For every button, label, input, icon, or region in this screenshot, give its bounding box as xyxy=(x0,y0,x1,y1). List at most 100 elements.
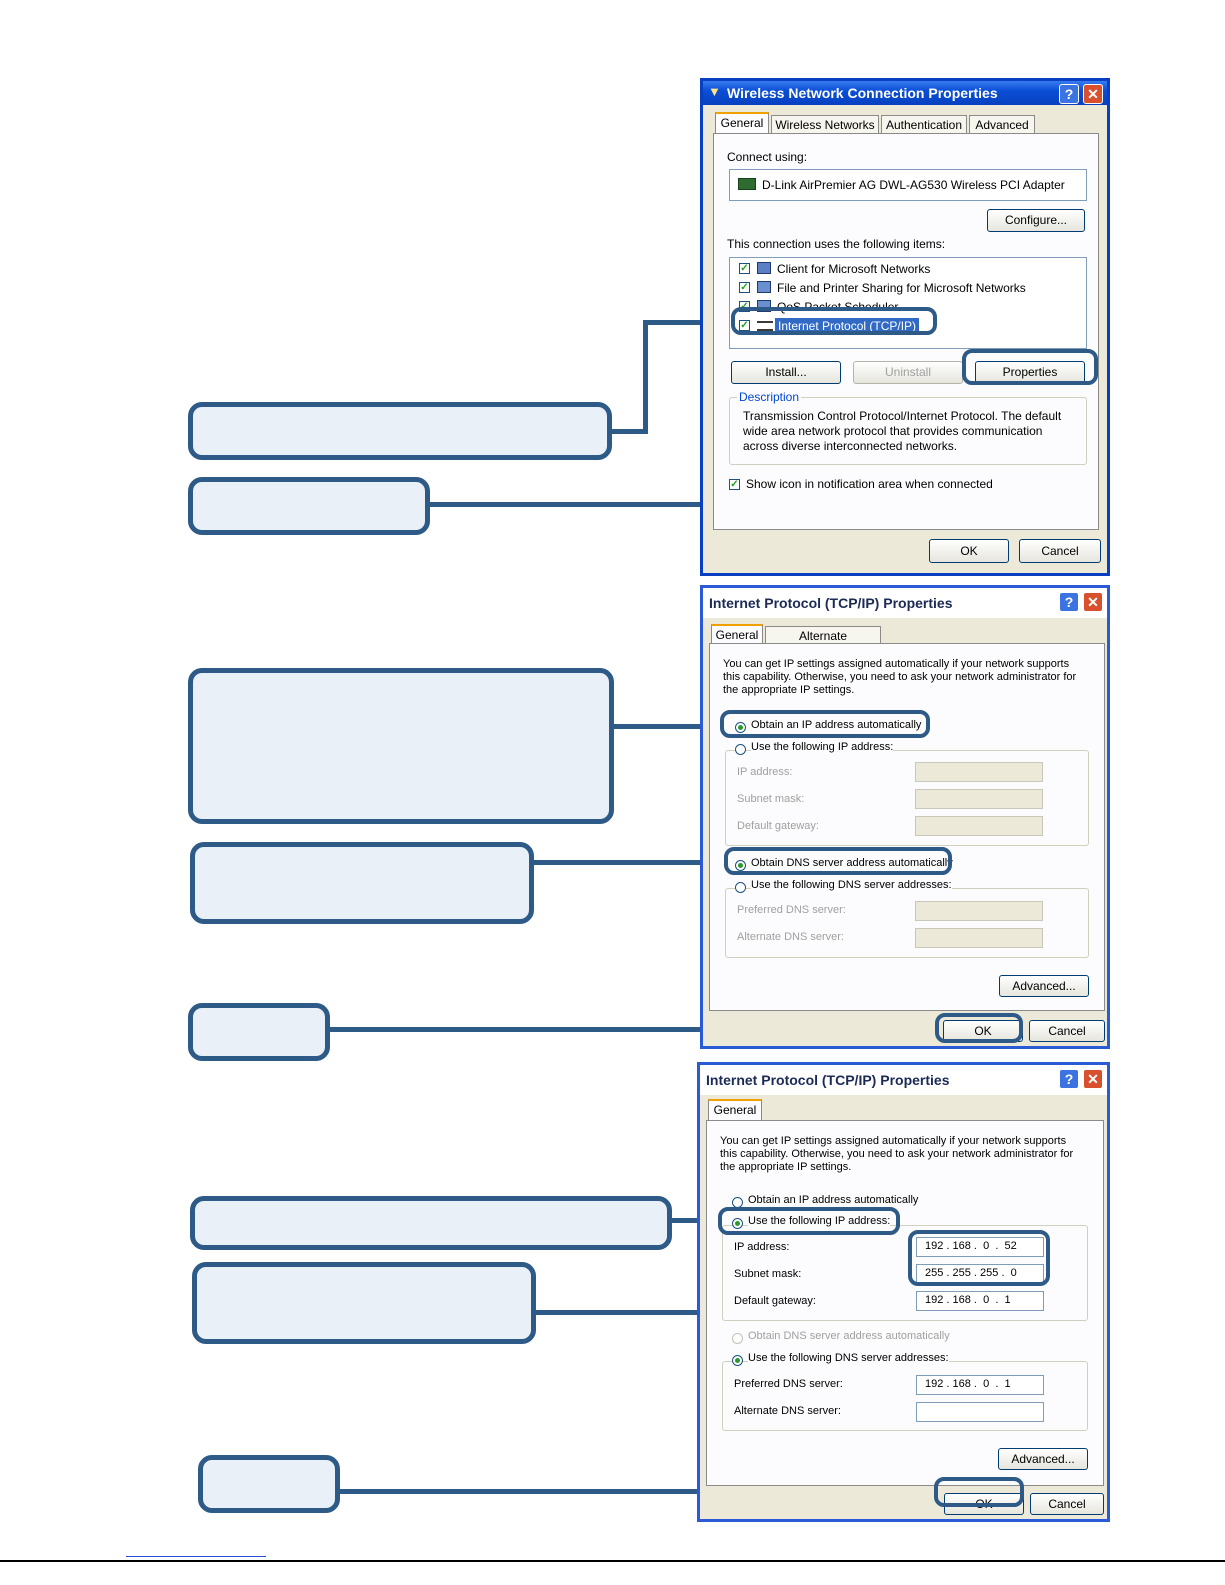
highlight-tcpip-item xyxy=(731,307,937,335)
use-dns-label[interactable]: Use the following DNS server addresses: xyxy=(748,1352,949,1364)
tab-wireless-networks[interactable]: Wireless Networks xyxy=(771,115,879,134)
intro-line-1: You can get IP settings assigned automat… xyxy=(723,658,1070,670)
preferred-dns-label: Preferred DNS server: xyxy=(734,1378,843,1390)
advanced-button[interactable]: Advanced... xyxy=(999,975,1089,997)
tab-advanced[interactable]: Advanced xyxy=(969,115,1035,134)
install-button[interactable]: Install... xyxy=(731,361,841,384)
configure-button[interactable]: Configure... xyxy=(987,209,1085,232)
callout-enter-ip xyxy=(192,1262,536,1344)
callout-use-static-ip xyxy=(190,1196,672,1250)
printer-sharing-icon xyxy=(757,281,771,293)
footer-rule xyxy=(0,1560,1225,1562)
highlight-ip-fields xyxy=(908,1230,1050,1286)
use-ip-label[interactable]: Use the following IP address: xyxy=(748,1215,891,1227)
description-group xyxy=(729,397,1087,465)
title-bar: ▼ Wireless Network Connection Properties… xyxy=(703,81,1107,105)
use-ip-label[interactable]: Use the following IP address: xyxy=(751,741,894,753)
cancel-button[interactable]: Cancel xyxy=(1029,1020,1105,1042)
footer-link-underline xyxy=(126,1556,266,1557)
client-network-icon xyxy=(757,262,771,274)
item-checkbox-qos[interactable]: ✓ xyxy=(739,301,750,312)
item-tcpip[interactable]: Internet Protocol (TCP/IP) xyxy=(775,318,920,334)
tab-general[interactable]: General xyxy=(708,1099,762,1121)
default-gateway-field[interactable]: 192 . 168 . 0 . 1 xyxy=(916,1291,1044,1311)
close-icon[interactable]: ✕ xyxy=(1083,592,1103,612)
adapter-icon xyxy=(738,178,756,190)
cancel-button[interactable]: Cancel xyxy=(1030,1493,1104,1515)
callout-obtain-dns xyxy=(190,842,534,924)
connector-line xyxy=(643,320,648,434)
use-dns-radio[interactable] xyxy=(735,882,746,893)
connector-line xyxy=(610,429,648,434)
adapter-field: D-Link AirPremier AG DWL-AG530 Wireless … xyxy=(729,169,1087,201)
advanced-button[interactable]: Advanced... xyxy=(998,1448,1088,1470)
ip-address-label: IP address: xyxy=(737,766,793,778)
intro-line-1: You can get IP settings assigned automat… xyxy=(720,1135,1067,1147)
connector-line xyxy=(532,860,726,865)
properties-button[interactable]: Properties xyxy=(975,361,1085,384)
item-client[interactable]: Client for Microsoft Networks xyxy=(777,262,931,276)
description-line-1: Transmission Control Protocol/Internet P… xyxy=(743,409,1062,423)
window-title: Internet Protocol (TCP/IP) Properties xyxy=(706,1072,950,1088)
help-icon[interactable]: ? xyxy=(1059,592,1079,612)
help-icon[interactable]: ? xyxy=(1059,84,1079,104)
tcpip-properties-window-static: Internet Protocol (TCP/IP) Properties ? … xyxy=(697,1062,1110,1522)
preferred-dns-field[interactable]: 192 . 168 . 0 . 1 xyxy=(916,1375,1044,1395)
highlight-obtain-ip xyxy=(720,710,930,738)
connector-line xyxy=(643,320,737,325)
network-icon: ▼ xyxy=(708,84,721,99)
alternate-dns-label: Alternate DNS server: xyxy=(737,931,844,943)
subnet-mask-value: 255 . 255 . 255 . 0 xyxy=(925,1267,1017,1279)
callout-click-ok-1 xyxy=(188,1003,330,1061)
description-line-2: wide area network protocol that provides… xyxy=(743,424,1043,438)
window-title: Internet Protocol (TCP/IP) Properties xyxy=(709,595,953,611)
obtain-dns-radio xyxy=(732,1333,743,1344)
item-checkbox-file-sharing[interactable]: ✓ xyxy=(739,282,750,293)
intro-line-3: the appropriate IP settings. xyxy=(723,684,855,696)
connector-line xyxy=(670,1218,720,1223)
close-icon[interactable]: ✕ xyxy=(1083,1069,1103,1089)
ip-address-label: IP address: xyxy=(734,1241,790,1253)
alternate-dns-field[interactable] xyxy=(916,1402,1044,1422)
item-checkbox-client[interactable]: ✓ xyxy=(739,263,750,274)
obtain-dns-label[interactable]: Obtain DNS server address automatically xyxy=(751,857,953,869)
tab-general[interactable]: General xyxy=(715,112,769,134)
ip-address-field xyxy=(915,762,1043,782)
obtain-dns-radio[interactable] xyxy=(735,860,746,871)
close-icon[interactable]: ✕ xyxy=(1083,84,1103,104)
window-title: Wireless Network Connection Properties xyxy=(727,85,998,101)
connect-using-label: Connect using: xyxy=(727,150,808,164)
default-gateway-field xyxy=(915,816,1043,836)
ok-button[interactable]: OK xyxy=(929,539,1009,563)
preferred-dns-value: 192 . 168 . 0 . 1 xyxy=(925,1378,1011,1390)
title-bar: Internet Protocol (TCP/IP) Properties ? … xyxy=(703,588,1107,618)
obtain-ip-label[interactable]: Obtain an IP address automatically xyxy=(748,1194,919,1206)
title-bar: Internet Protocol (TCP/IP) Properties ? … xyxy=(700,1065,1107,1095)
callout-obtain-ip xyxy=(188,668,614,824)
highlight-use-ip xyxy=(718,1207,900,1235)
use-dns-radio[interactable] xyxy=(732,1355,743,1366)
description-line-3: across diverse interconnected networks. xyxy=(743,439,958,453)
obtain-ip-radio[interactable] xyxy=(735,722,746,733)
use-ip-radio[interactable] xyxy=(732,1218,743,1229)
highlight-ok-button-2 xyxy=(934,1477,1024,1507)
ip-address-field[interactable]: 192 . 168 . 0 . 52 xyxy=(916,1237,1044,1257)
alternate-dns-field xyxy=(915,928,1043,948)
help-icon[interactable]: ? xyxy=(1059,1069,1079,1089)
cancel-button[interactable]: Cancel xyxy=(1019,539,1101,563)
obtain-ip-label[interactable]: Obtain an IP address automatically xyxy=(751,719,922,731)
connector-line xyxy=(338,1489,936,1494)
tab-alternate-configuration[interactable]: Alternate Configuration xyxy=(765,626,881,661)
show-icon-label[interactable]: Show icon in notification area when conn… xyxy=(746,477,993,491)
tab-authentication[interactable]: Authentication xyxy=(881,115,967,134)
static-ip-group xyxy=(722,1225,1088,1321)
connector-line xyxy=(612,724,722,729)
item-file-sharing[interactable]: File and Printer Sharing for Microsoft N… xyxy=(777,281,1026,295)
items-label: This connection uses the following items… xyxy=(727,237,946,251)
ip-address-value: 192 . 168 . 0 . 52 xyxy=(925,1240,1017,1252)
show-icon-checkbox[interactable]: ✓ xyxy=(729,479,740,490)
use-ip-radio[interactable] xyxy=(735,744,746,755)
preferred-dns-label: Preferred DNS server: xyxy=(737,904,846,916)
use-dns-label[interactable]: Use the following DNS server addresses: xyxy=(751,879,952,891)
tab-general[interactable]: General xyxy=(711,624,763,644)
